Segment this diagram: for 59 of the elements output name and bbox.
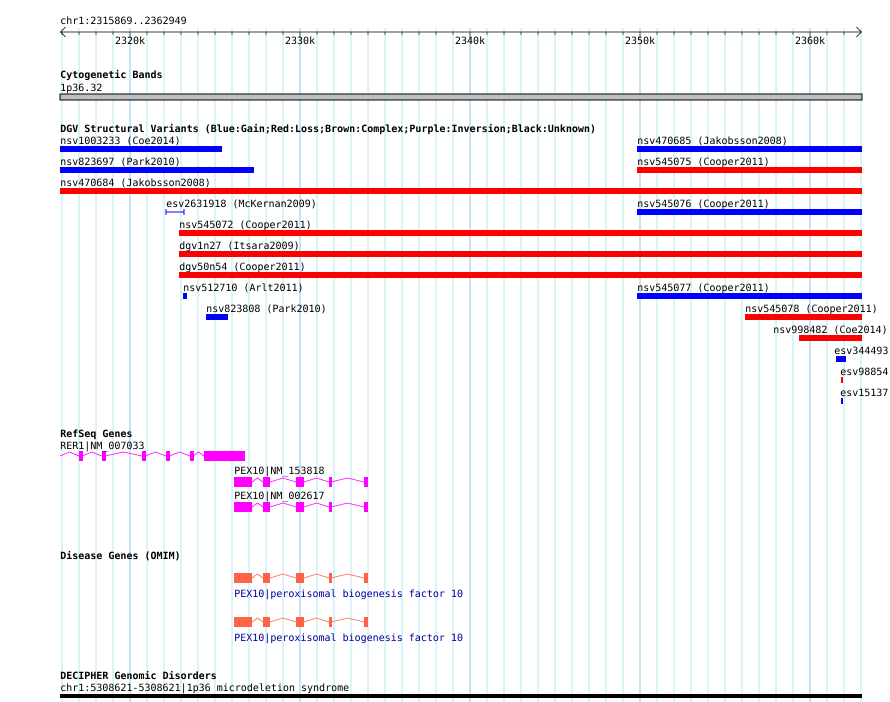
disorder-region: chr1:5308621-5308621|1p36 microdeletion syndrome bbox=[60, 683, 862, 698]
track-title: Disease Genes (OMIM) bbox=[60, 550, 179, 560]
variant-feature: esv98854 bbox=[840, 368, 888, 383]
node-label: PEX10|peroxisomal biogenesis factor 10 bbox=[235, 633, 462, 644]
node-label: esv98854 bbox=[840, 368, 888, 376]
track-title: DECIPHER Genomic Disorders bbox=[60, 670, 216, 680]
variant-feature: nsv470685 (Jakobsson2008) bbox=[637, 136, 862, 152]
node-label: nsv545076 (Cooper2011) bbox=[638, 199, 768, 210]
node-label: nsv545072 (Cooper2011) bbox=[180, 220, 310, 230]
variant-feature: nsv470684 (Jakobsson2008) bbox=[60, 178, 862, 194]
variant-feature: nsv545076 (Cooper2011) bbox=[637, 199, 862, 215]
node-label: nsv998482 (Coe2014) bbox=[774, 325, 886, 334]
tick-label: 2320k bbox=[116, 36, 145, 44]
gene-model: RER1|NM_007033 bbox=[60, 441, 245, 461]
variant-feature: nsv545072 (Cooper2011) bbox=[179, 220, 862, 236]
node-label: nsv545075 (Cooper2011) bbox=[638, 157, 768, 168]
node-label: 1p36.32 bbox=[61, 84, 102, 94]
node-label: esv344493 bbox=[834, 346, 888, 354]
track-title: Cytogenetic Bands bbox=[60, 70, 162, 80]
chromosome-position-label: chr1:2315869..2362949 bbox=[61, 16, 186, 24]
node-label: PEX10|peroxisomal biogenesis factor 10 bbox=[235, 589, 462, 600]
tick-label: 2330k bbox=[286, 36, 315, 44]
tick-label: 2340k bbox=[456, 36, 485, 44]
node-label: nsv823697 (Park2010) bbox=[61, 157, 179, 166]
node-label: PEX10|NM_153818 bbox=[235, 466, 324, 476]
gene-model: PEX10|NM_153818 bbox=[234, 466, 368, 487]
node-label: nsv545078 (Cooper2011) bbox=[746, 304, 876, 314]
variant-feature: nsv545075 (Cooper2011) bbox=[637, 157, 862, 173]
variant-feature: dgv50n54 (Cooper2011) bbox=[179, 262, 862, 278]
node-label: nsv823808 (Park2010) bbox=[207, 304, 325, 314]
node-label: RER1|NM_007033 bbox=[60, 441, 144, 452]
node-label: PEX10|NM_002617 bbox=[235, 491, 324, 502]
variant-feature: nsv545078 (Cooper2011) bbox=[745, 304, 876, 320]
node-label: esv15137 bbox=[840, 388, 888, 396]
node-label: chr1:5308621-5308621|1p36 microdeletion syndrome bbox=[61, 683, 349, 694]
variant-feature: nsv823808 (Park2010) bbox=[206, 304, 325, 320]
variant-feature: esv15137 bbox=[840, 388, 888, 404]
variant-feature: nsv1003233 (Coe2014) bbox=[60, 136, 222, 152]
variant-feature: dgv1n27 (Itsara2009) bbox=[179, 241, 862, 257]
node-label: nsv545077 (Cooper2011) bbox=[638, 283, 768, 294]
variant-feature: nsv823697 (Park2010) bbox=[60, 157, 254, 173]
variant-feature: nsv545077 (Cooper2011) bbox=[637, 283, 862, 299]
gene-model: PEX10|peroxisomal biogenesis factor 10 bbox=[234, 573, 462, 600]
gene-model: PEX10|NM_002617 bbox=[234, 491, 368, 512]
cytoband-ideogram: 1p36.32 bbox=[60, 84, 862, 100]
node-label: nsv470685 (Jakobsson2008) bbox=[638, 136, 786, 146]
variant-feature: nsv512710 (Arlt2011) bbox=[183, 283, 302, 299]
node-label: dgv50n54 (Cooper2011) bbox=[180, 262, 304, 272]
variant-feature: nsv998482 (Coe2014) bbox=[774, 325, 886, 341]
variant-feature: esv2631918 (McKernan2009) bbox=[166, 199, 315, 216]
tick-label: 2350k bbox=[626, 36, 655, 44]
node-label: nsv512710 (Arlt2011) bbox=[184, 283, 302, 292]
node-label: nsv1003233 (Coe2014) bbox=[61, 136, 179, 146]
variant-feature: esv344493 bbox=[834, 346, 888, 362]
track-title: DGV Structural Variants (Blue:Gain;Red:Loss;Brown:Complex;Purple:Inversion;Black:Unknown) bbox=[60, 124, 594, 134]
tick-label: 2360k bbox=[796, 36, 825, 44]
gene-model: PEX10|peroxisomal biogenesis factor 10 bbox=[234, 617, 462, 644]
node-label: dgv1n27 (Itsara2009) bbox=[180, 241, 298, 252]
node-label: nsv470684 (Jakobsson2008) bbox=[61, 178, 209, 188]
